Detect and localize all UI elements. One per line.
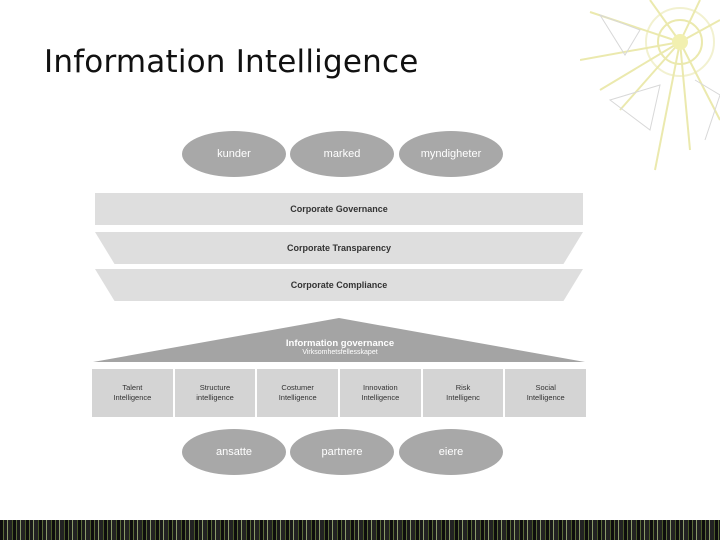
box-line1: Structure — [199, 383, 231, 392]
box-line1: Social — [535, 383, 556, 392]
box-line2: Intelligence — [361, 393, 400, 402]
box-line1: Costumer — [281, 383, 314, 392]
triangle-subtitle: Virksomhetsfellesskapet — [302, 349, 378, 356]
box-line2: intelligence — [196, 393, 234, 402]
decorative-bottom-strip — [0, 520, 720, 540]
ellipse-eiere: eiere — [399, 429, 503, 475]
triangle-title: Information governance — [285, 338, 395, 349]
box-line1: Innovation — [363, 383, 398, 392]
ellipse-kunder: kunder — [182, 131, 286, 177]
ellipse-ansatte: ansatte — [182, 429, 286, 475]
box-line2: Intelligence — [113, 393, 152, 402]
box-line2: Intelligence — [526, 393, 565, 402]
box-line2: Intelligenc — [446, 393, 480, 402]
band-corporate-governance: Corporate Governance — [95, 193, 583, 225]
slide-title: Information Intelligence — [44, 44, 419, 80]
box-line1: Talent — [122, 383, 143, 392]
band-corporate-transparency: Corporate Transparency — [95, 232, 583, 264]
box-line2: Intelligence — [278, 393, 317, 402]
ellipse-partnere: partnere — [290, 429, 394, 475]
ellipse-myndigheter: myndigheter — [399, 131, 503, 177]
box-line1: Risk — [455, 383, 471, 392]
band-corporate-compliance: Corporate Compliance — [95, 269, 583, 301]
sun-burst-icon — [580, 0, 720, 171]
ellipse-marked: marked — [290, 131, 394, 177]
